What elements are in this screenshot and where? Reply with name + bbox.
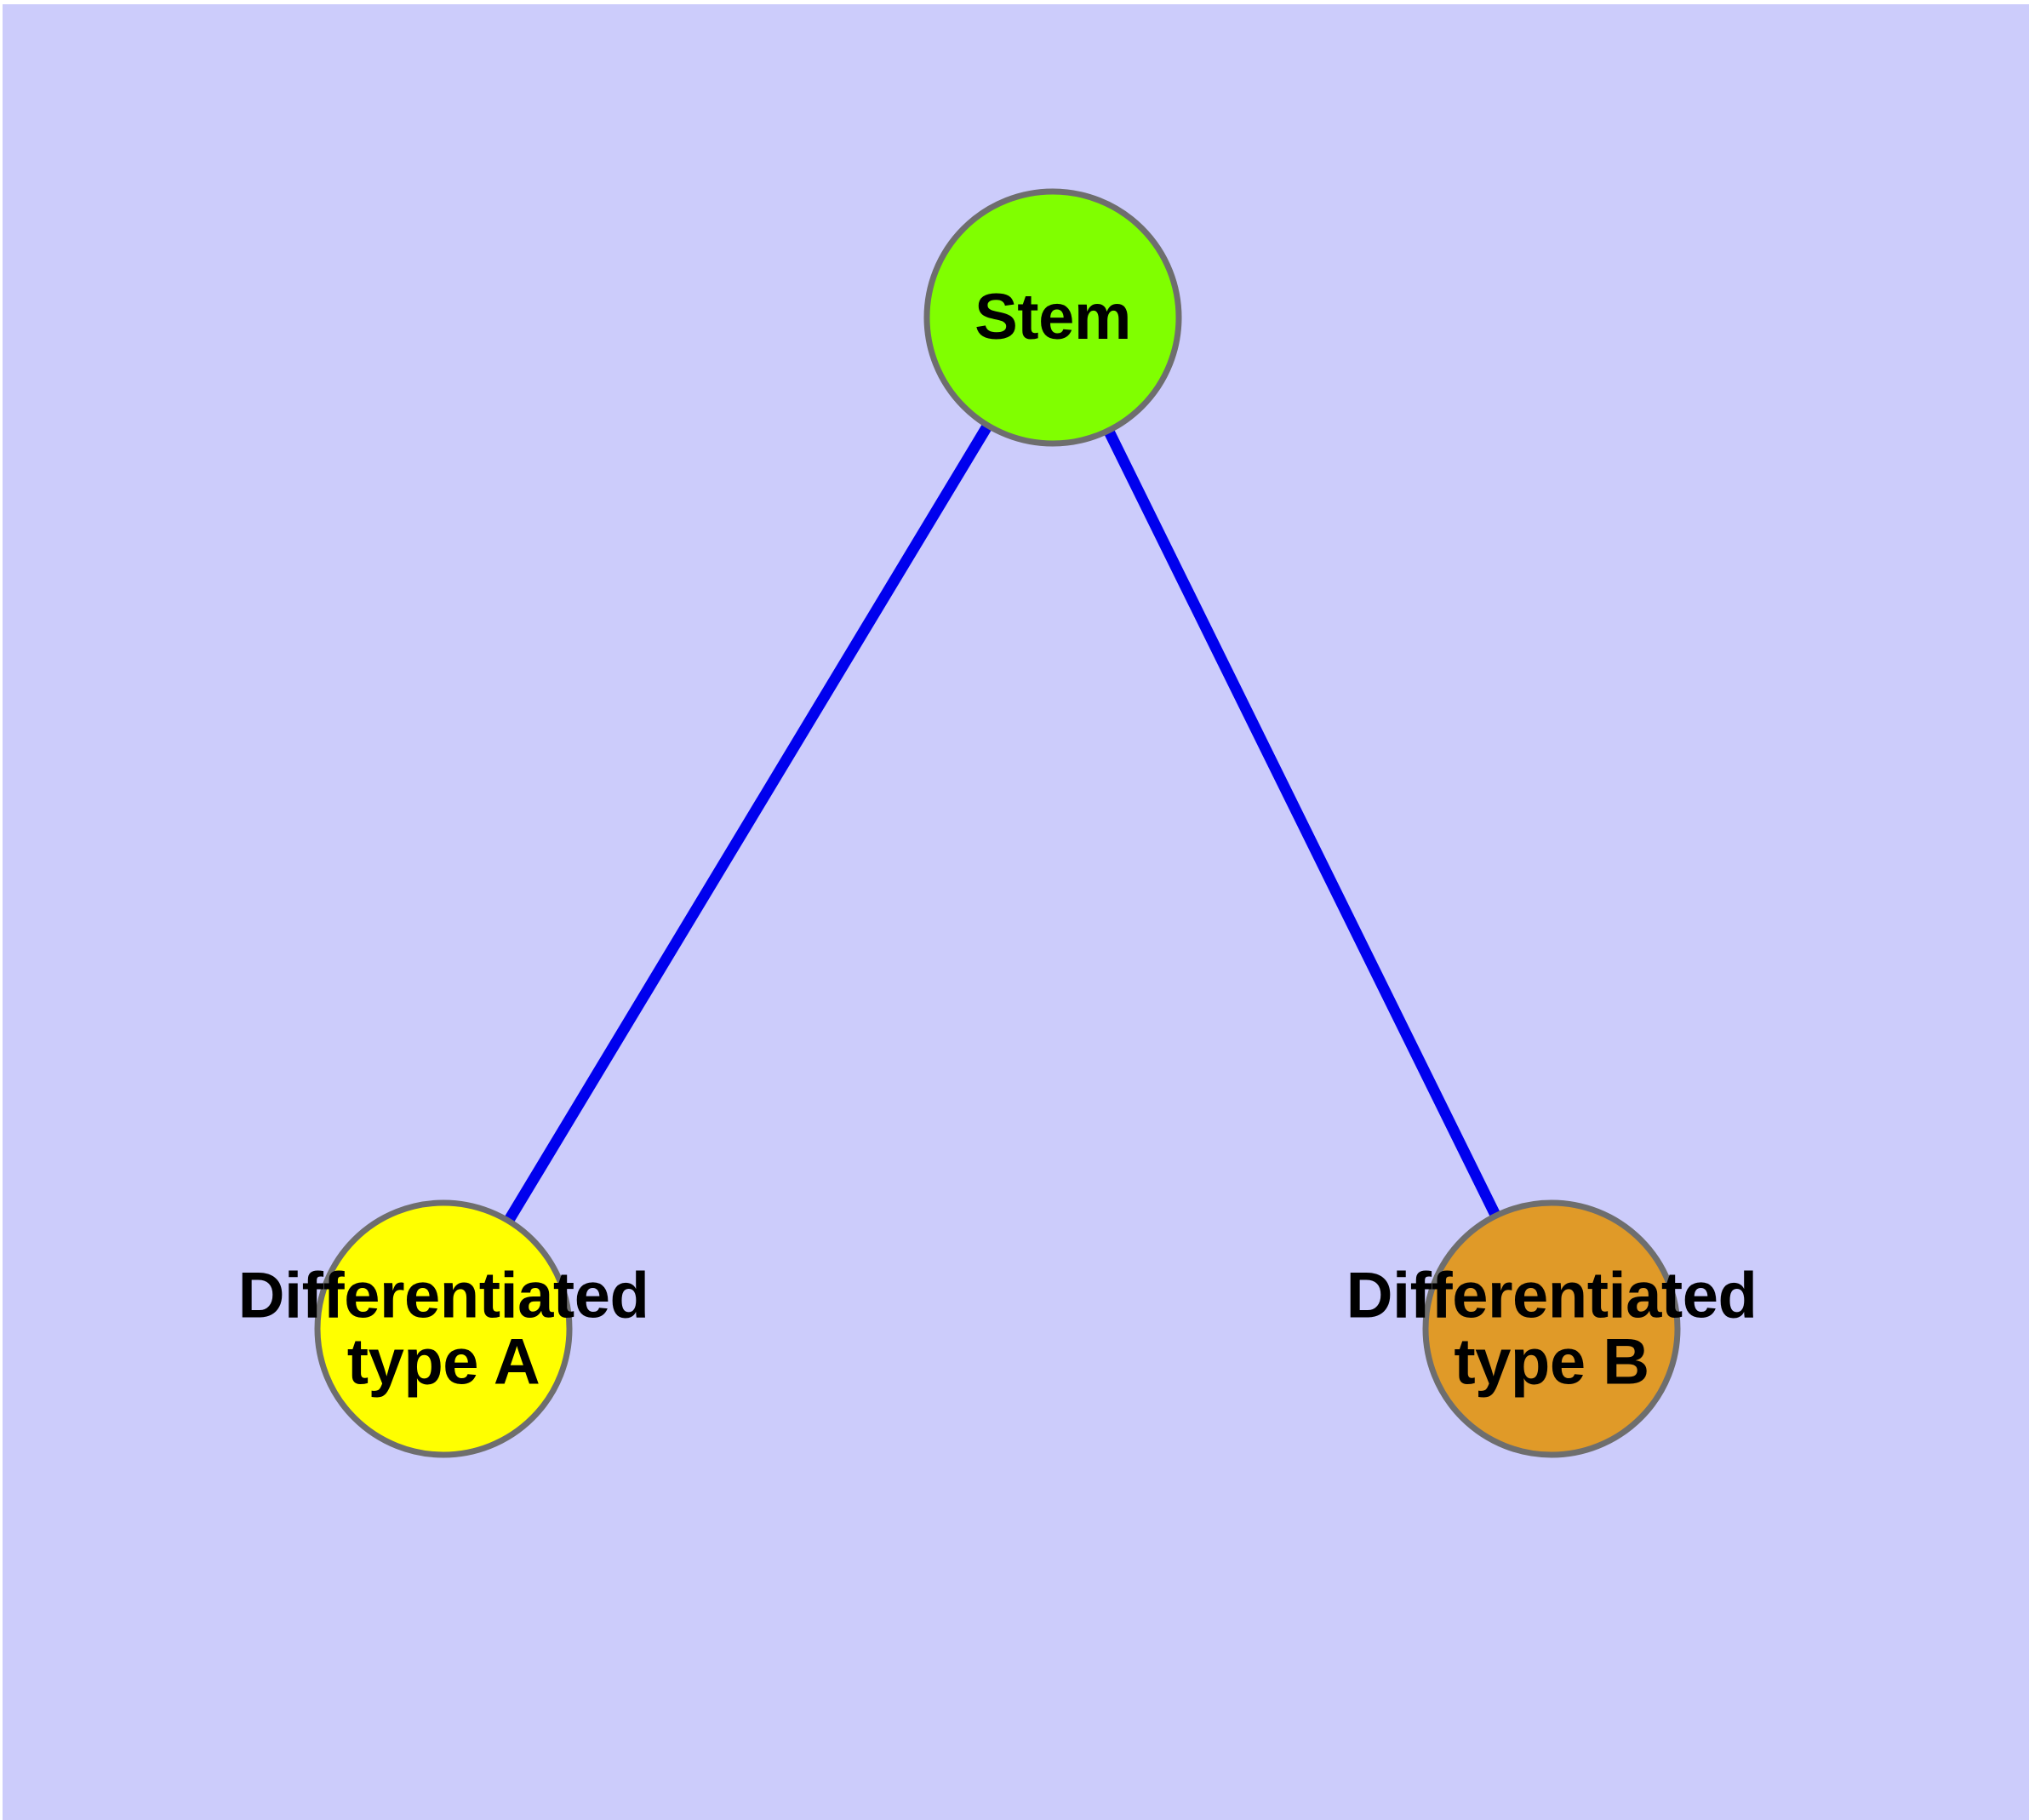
edges-layer: [438, 314, 1557, 1332]
graph-node-stem[interactable]: [923, 188, 1182, 447]
nodes-layer: [314, 188, 1681, 1458]
graph-edge: [1048, 315, 1557, 1331]
graph-edge: [438, 314, 1058, 1332]
graph-node-diff_a[interactable]: [314, 1199, 573, 1458]
graph-node-diff_b[interactable]: [1422, 1199, 1681, 1458]
